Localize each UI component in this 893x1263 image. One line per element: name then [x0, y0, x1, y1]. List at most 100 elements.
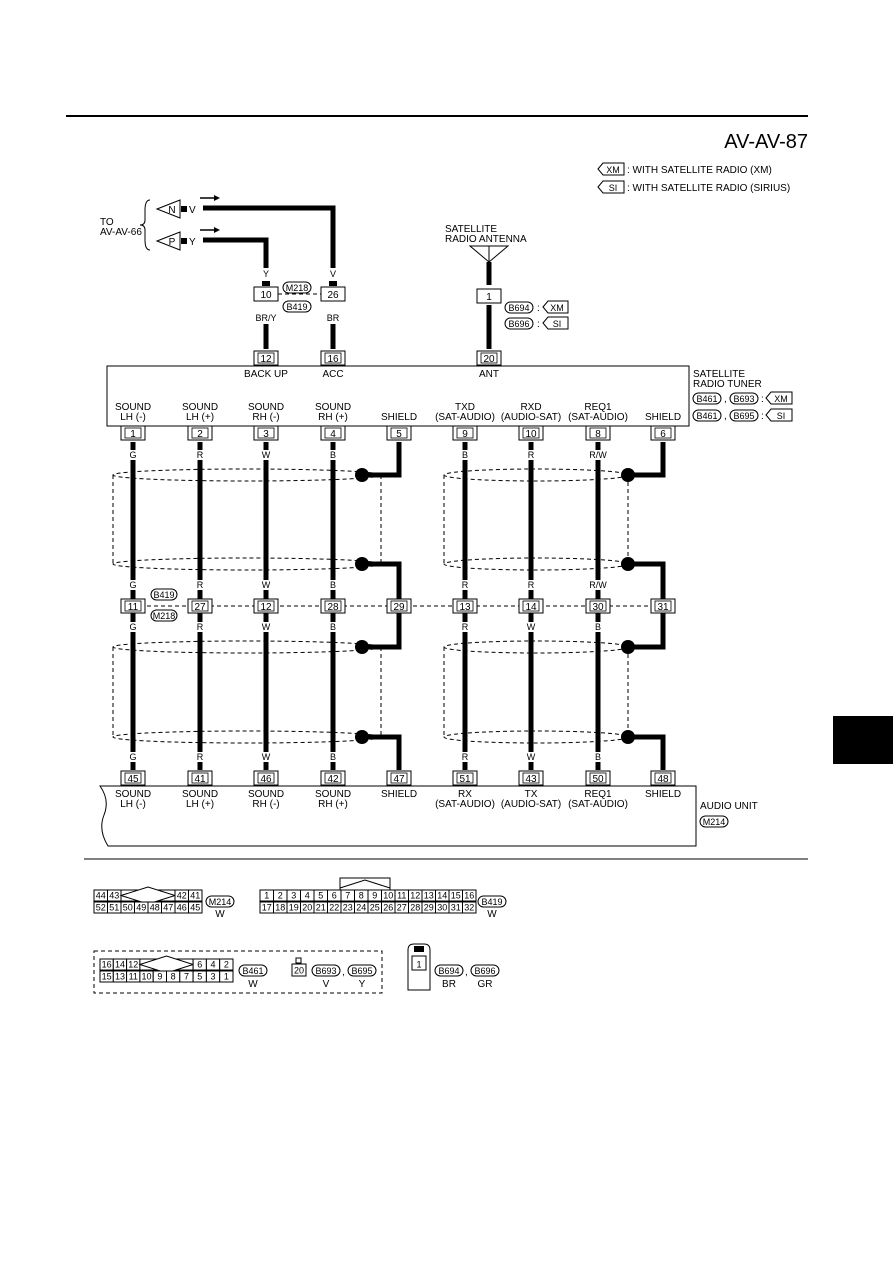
tuner-top-pin-16-label: 16 — [327, 354, 339, 365]
audio-pin-desc-46: RH (-) — [252, 799, 279, 810]
b461-pin-13: 13 — [115, 972, 125, 982]
audio-pin-42-label: 42 — [327, 774, 339, 785]
m214-pin-51: 51 — [109, 903, 119, 913]
wire-color-ub-3: B — [330, 580, 336, 590]
tuner-pin-10: 10 — [518, 425, 544, 441]
satellite-antenna: SATELLITE RADIO ANTENNA 1 B694 : XM B696… — [445, 224, 569, 349]
wire-color-lb-0: G — [129, 752, 136, 762]
b419-pin-13: 13 — [424, 891, 434, 901]
mid-joint-pin-28: 28 — [320, 598, 346, 614]
audio-pin-name-41: SOUND — [182, 789, 218, 800]
p-terminal — [181, 238, 187, 244]
audio-pin-51-label: 51 — [459, 774, 471, 785]
m214-view-color: W — [215, 909, 225, 920]
mid-joint-pin-31: 31 — [650, 598, 676, 614]
b419-pin-27: 27 — [397, 903, 407, 913]
tuner-colon-2: : — [761, 411, 764, 422]
b419-pin-8: 8 — [359, 891, 364, 901]
b419-pin-31: 31 — [451, 903, 461, 913]
b419-pin-4: 4 — [305, 891, 310, 901]
b694-view-color: BR — [442, 979, 456, 990]
shield-group-b-lower — [443, 640, 635, 744]
xm-badge-shape — [597, 162, 625, 176]
joint-pin-10: 10 — [260, 290, 272, 301]
wire-color-ub-6: R — [528, 580, 535, 590]
b419-pin-14: 14 — [437, 891, 447, 901]
joint-wire-v-color: V — [330, 269, 336, 279]
wire-color-ut-2: W — [262, 450, 271, 460]
b419-pin-26: 26 — [383, 903, 393, 913]
audio-pin-name-51: RX — [458, 789, 472, 800]
upper-joint-connector: 10 26 M218 B419 BR/Y BR — [253, 281, 346, 323]
b461-pin-8: 8 — [171, 972, 176, 982]
b461-pin-15: 15 — [102, 972, 112, 982]
n-label: N — [168, 205, 175, 216]
b696-view-color: GR — [478, 979, 493, 990]
m214-pin-45: 45 — [190, 903, 200, 913]
audio-pin-48-label: 48 — [657, 774, 669, 785]
tuner-pin-9-label: 9 — [462, 429, 468, 440]
mid-joint-pin-31-label: 31 — [657, 602, 669, 613]
tuner-top-pin-12: 12 — [253, 350, 279, 366]
audio-pin-45-label: 45 — [127, 774, 139, 785]
b419-pin-6: 6 — [332, 891, 337, 901]
b461-pin-1: 1 — [224, 972, 229, 982]
tuner-conn-b693: B693 — [733, 394, 754, 404]
wire-color-lt-5: R — [462, 622, 469, 632]
shield-drain-1-d — [628, 734, 666, 770]
mid-joint-pin-12-label: 12 — [260, 602, 272, 613]
audio-pin-name-42: SOUND — [315, 789, 351, 800]
shield-drain-1-a — [628, 442, 666, 478]
audio-pin-desc-51: (SAT-AUDIO) — [435, 799, 495, 810]
audio-unit-conn: M214 — [703, 817, 726, 827]
wire-color-lb-7: B — [595, 752, 601, 762]
m214-pin-42: 42 — [177, 891, 187, 901]
b694-view-comma: , — [465, 967, 468, 978]
mid-joint-pin-27-label: 27 — [194, 602, 206, 613]
tuner-connectors-group — [93, 950, 383, 994]
audio-pin-46: 46 — [253, 770, 279, 786]
mid-joint-pin-14-label: 14 — [525, 602, 537, 613]
shield-drain-1-b — [628, 561, 666, 599]
mid-joint-pin-13: 13 — [452, 598, 478, 614]
tuner-conn-b461-b: B461 — [696, 411, 717, 421]
b696-view-conn: B696 — [474, 966, 495, 976]
joint-wire-y-color: Y — [263, 269, 269, 279]
tuner-top-label-16: ACC — [322, 369, 343, 380]
audio-pin-47: 47 — [386, 770, 412, 786]
joint-wire-bry-color: BR/Y — [255, 313, 276, 323]
b419-pin-15: 15 — [451, 891, 461, 901]
shield-drain-0-d — [362, 734, 402, 770]
audio-pin-48: 48 — [650, 770, 676, 786]
m214-pin-47: 47 — [163, 903, 173, 913]
tuner-pin-desc-8: (SAT-AUDIO) — [568, 412, 628, 423]
n-direction-arrow — [214, 195, 220, 201]
shield-group-a-lower — [112, 640, 382, 744]
m214-view-conn: M214 — [209, 897, 232, 907]
tuner-pin-name-4: SOUND — [315, 402, 351, 413]
tuner-pin-5-label: 5 — [396, 429, 402, 440]
wire-v — [203, 205, 336, 268]
tuner-comma-1: , — [724, 394, 727, 405]
tuner-pin-8-label: 8 — [595, 429, 601, 440]
tuner-pin-4-label: 4 — [330, 429, 336, 440]
b461-pin-6: 6 — [197, 960, 202, 970]
audio-pin-desc-43: (AUDIO-SAT) — [501, 799, 561, 810]
p-label: P — [169, 237, 176, 248]
audio-pin-41: 41 — [187, 770, 213, 786]
b461-pin-12: 12 — [128, 960, 138, 970]
tuner-pin-6: 6 — [650, 425, 676, 441]
legend: XM : WITH SATELLITE RADIO (XM) SI : WITH… — [597, 162, 790, 194]
n-arrow-flag — [155, 199, 181, 219]
m214-pin-52: 52 — [96, 903, 106, 913]
b461-pin-11: 11 — [129, 972, 138, 982]
m214-pin-50: 50 — [123, 903, 133, 913]
tuner-tag-si: SI — [777, 411, 786, 421]
tuner-tag-xm: XM — [774, 394, 788, 404]
n-wire-color: V — [189, 205, 196, 216]
p-wire-color: Y — [189, 237, 196, 248]
audio-pin-51: 51 — [452, 770, 478, 786]
tuner-pin-3: 3 — [253, 425, 279, 441]
audio-pin-name-50: REQ1 — [584, 789, 612, 800]
